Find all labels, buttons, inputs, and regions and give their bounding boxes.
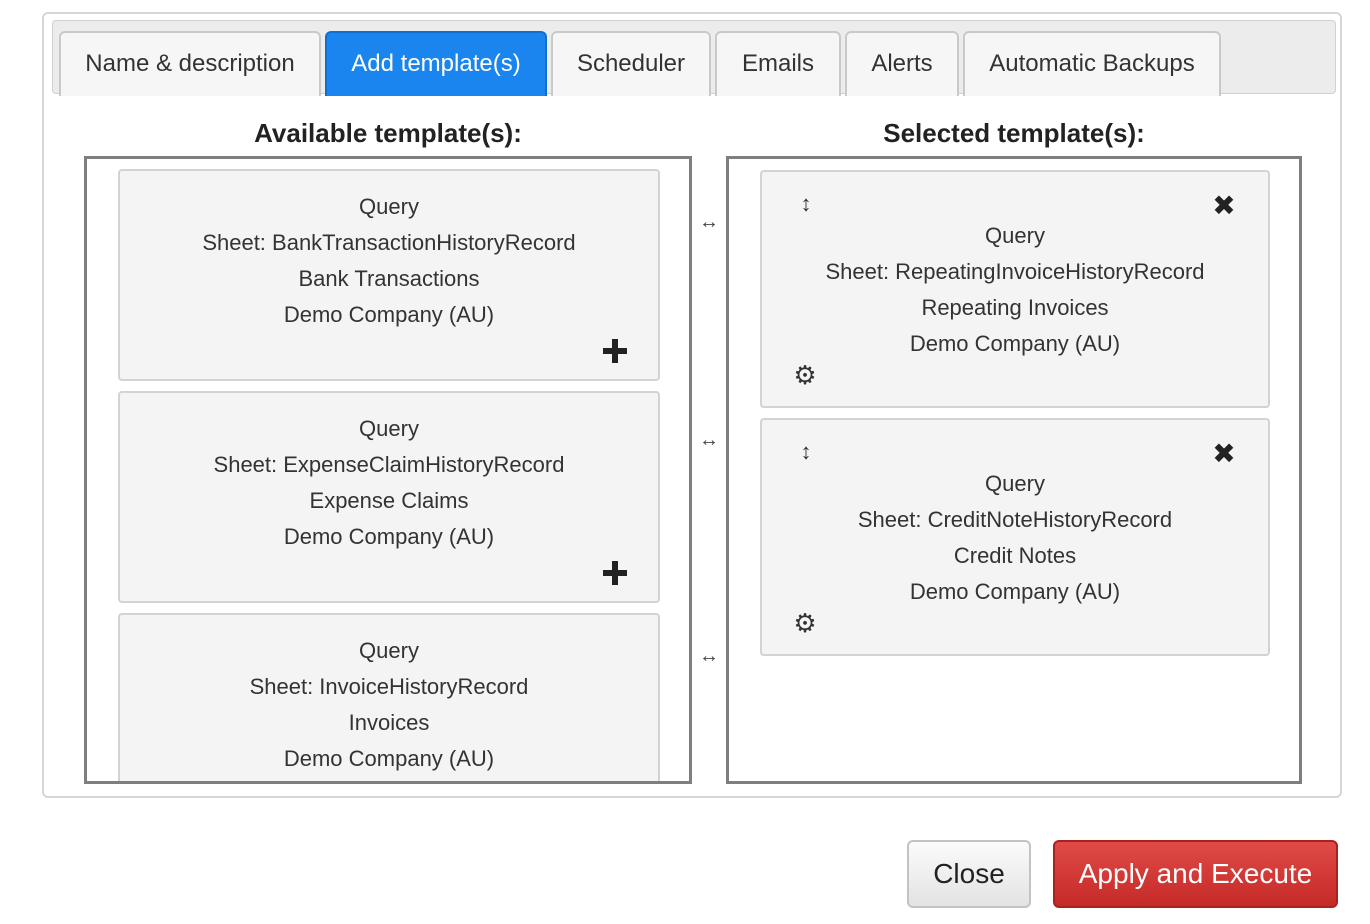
template-sheet: Sheet: RepeatingInvoiceHistoryRecord [825,259,1205,284]
template-type: Query [359,194,419,219]
dialog: Name & description Add template(s) Sched… [42,12,1342,798]
template-company: Demo Company (AU) [283,746,495,771]
template-company: Demo Company (AU) [909,579,1121,604]
template-type: Query [985,223,1045,248]
plus-icon[interactable] [603,561,627,585]
template-type: Query [359,416,419,441]
selected-templates-panel[interactable]: ↕ ✖ Query Sheet: RepeatingInvoiceHistory… [726,156,1302,784]
apply-and-execute-button[interactable]: Apply and Execute [1053,840,1338,908]
horizontal-arrows-icon: ↔ [699,211,719,233]
template-sheet: Sheet: ExpenseClaimHistoryRecord [213,452,565,477]
tab-alerts[interactable]: Alerts [845,31,959,96]
template-name: Invoices [348,710,430,735]
tab-name-description[interactable]: Name & description [59,31,321,96]
tab-automatic-backups[interactable]: Automatic Backups [963,31,1221,96]
selected-template-card[interactable]: ↕ ✖ Query Sheet: CreditNoteHistoryRecord… [760,418,1270,656]
available-template-card[interactable]: Query Sheet: ExpenseClaimHistoryRecord E… [118,391,660,603]
selected-template-card[interactable]: ↕ ✖ Query Sheet: RepeatingInvoiceHistory… [760,170,1270,408]
vertical-move-icon[interactable]: ↕ [800,191,812,216]
template-company: Demo Company (AU) [283,524,495,549]
tab-scheduler[interactable]: Scheduler [551,31,711,96]
template-company: Demo Company (AU) [909,331,1121,356]
close-button[interactable]: Close [907,840,1031,908]
available-templates-title: Available template(s): [254,118,522,148]
tab-add-templates[interactable]: Add template(s) [325,31,547,96]
template-sheet: Sheet: BankTransactionHistoryRecord [202,230,576,255]
selected-templates-title: Selected template(s): [883,118,1145,148]
template-name: Bank Transactions [298,266,480,291]
template-sheet: Sheet: CreditNoteHistoryRecord [857,507,1173,532]
close-icon[interactable]: ✖ [1212,190,1236,221]
template-name: Expense Claims [309,488,469,513]
horizontal-arrows-icon: ↔ [699,645,719,667]
gear-icon[interactable]: ⚙ [793,360,817,390]
template-sheet: Sheet: InvoiceHistoryRecord [249,674,529,699]
template-type: Query [359,638,419,663]
vertical-move-icon[interactable]: ↕ [800,439,812,464]
tab-bar: Name & description Add template(s) Sched… [52,20,1336,96]
template-name: Credit Notes [953,543,1077,568]
horizontal-arrows-icon: ↔ [699,429,719,451]
available-template-card[interactable]: Query Sheet: InvoiceHistoryRecord Invoic… [118,613,660,781]
available-templates-panel[interactable]: Query Sheet: BankTransactionHistoryRecor… [84,156,692,784]
plus-icon[interactable] [603,339,627,363]
template-company: Demo Company (AU) [283,302,495,327]
tab-emails[interactable]: Emails [715,31,841,96]
close-icon[interactable]: ✖ [1212,438,1236,469]
template-name: Repeating Invoices [921,295,1109,320]
available-template-card[interactable]: Query Sheet: BankTransactionHistoryRecor… [118,169,660,381]
template-type: Query [985,471,1045,496]
gear-icon[interactable]: ⚙ [793,608,817,638]
